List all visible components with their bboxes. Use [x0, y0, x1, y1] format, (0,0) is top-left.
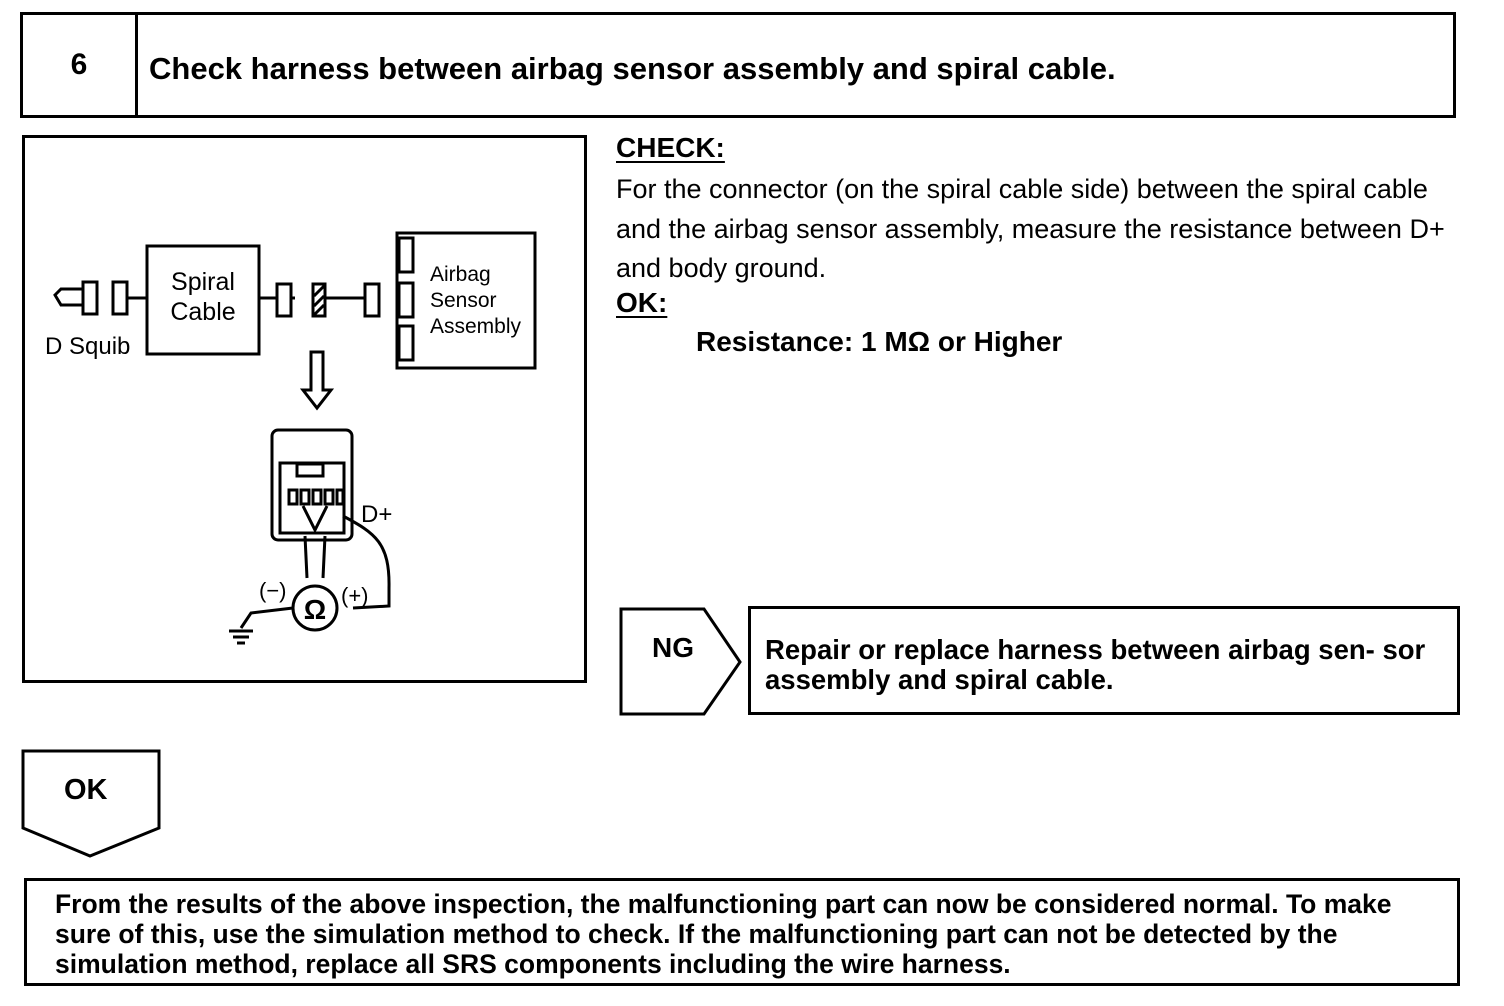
ng-result-text: Repair or replace harness between airbag…	[765, 634, 1426, 695]
step-title: Check harness between airbag sensor asse…	[149, 51, 1116, 86]
step-header: 6 Check harness between airbag sensor as…	[20, 12, 1456, 118]
check-heading: CHECK:	[616, 132, 725, 163]
ohm-symbol: Ω	[304, 594, 326, 625]
ok-arrow-shape	[21, 749, 161, 858]
airbag-label-3: Assembly	[430, 315, 522, 338]
ok-criteria: Resistance: 1 MΩ or Higher	[696, 326, 1063, 357]
airbag-sensor-block	[395, 231, 537, 370]
spiral-cable-block	[145, 244, 261, 356]
airbag-label-1: Airbag	[430, 263, 491, 286]
ng-label: NG	[652, 632, 694, 663]
minus-label: (−)	[259, 578, 287, 603]
ok-label: OK	[64, 774, 108, 806]
conclusion-box: From the results of the above inspection…	[24, 878, 1460, 986]
plus-label: (+)	[341, 583, 369, 608]
ng-arrow-shape	[619, 607, 742, 716]
conclusion-text: From the results of the above inspection…	[55, 889, 1392, 979]
ng-result-box: Repair or replace harness between airbag…	[748, 606, 1460, 715]
ok-heading: OK:	[616, 287, 668, 318]
wiring-diagram: Spiral Cable Airbag Sensor Assembly D Sq…	[22, 135, 587, 683]
d-squib-label: D Squib	[45, 333, 130, 360]
check-instructions: For the connector (on the spiral cable s…	[616, 174, 1445, 283]
airbag-label-2: Sensor	[430, 289, 497, 312]
step-number: 6	[23, 15, 138, 115]
d-plus-label: D+	[361, 501, 392, 528]
squib-connector-icon	[53, 287, 85, 307]
down-arrow-icon	[299, 350, 335, 411]
hatched-connector-icon	[311, 282, 327, 318]
spiral-label-2: Cable	[170, 298, 235, 326]
spiral-label-1: Spiral	[171, 268, 235, 296]
diagram-drawing: Spiral Cable Airbag Sensor Assembly D Sq…	[45, 231, 537, 645]
connector-face-icon	[270, 428, 354, 542]
